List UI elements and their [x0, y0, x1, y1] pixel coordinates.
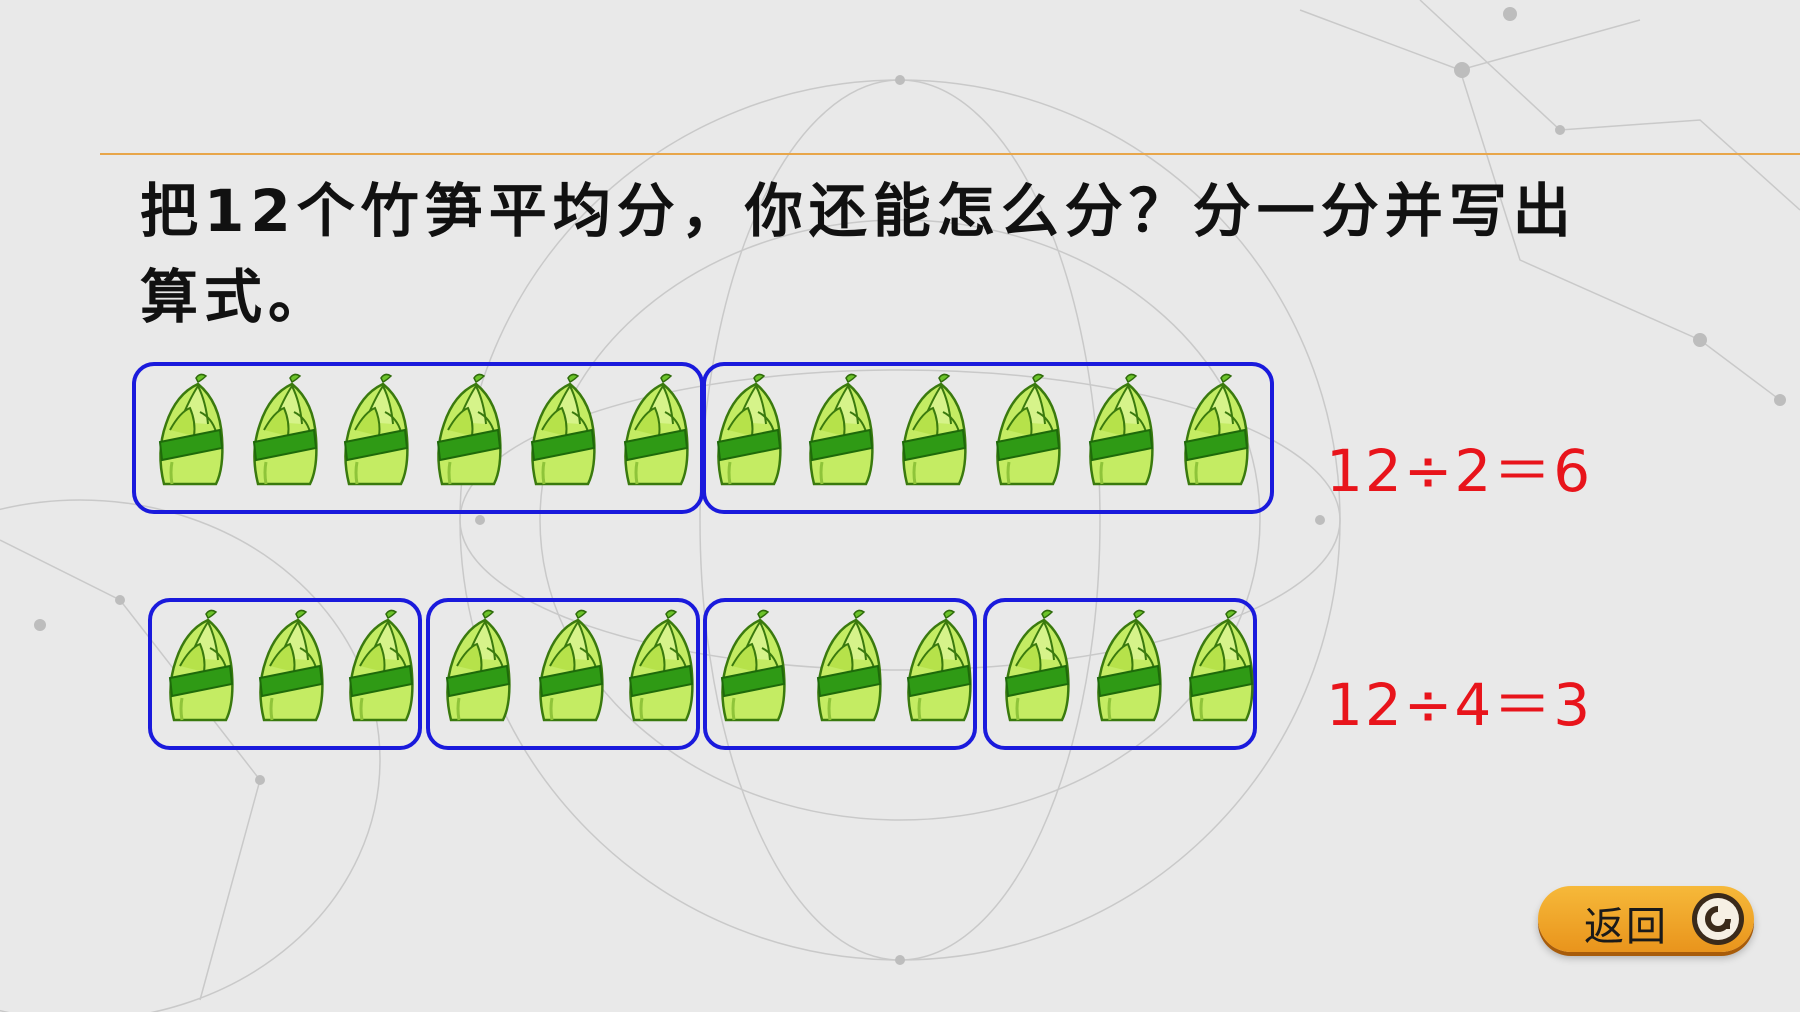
question-line-1: 把12个竹笋平均分，你还能怎么分？分一分并写出 — [140, 177, 1577, 245]
bamboo-shoot-icon — [340, 608, 420, 728]
bamboo-shoot-icon — [1180, 608, 1260, 728]
group-box — [148, 598, 422, 750]
group-box — [702, 362, 1274, 514]
bamboo-shoot-icon — [335, 372, 415, 492]
group-box — [703, 598, 977, 750]
bamboo-shoot-icon — [250, 608, 330, 728]
bamboo-shoot-icon — [150, 372, 230, 492]
bamboo-shoot-icon — [615, 372, 695, 492]
bamboo-shoot-icon — [800, 372, 880, 492]
bamboo-shoot-icon — [893, 372, 973, 492]
group-box — [426, 598, 700, 750]
back-button[interactable]: 返回 — [1538, 886, 1754, 952]
bamboo-shoot-icon — [898, 608, 978, 728]
bamboo-shoot-icon — [1080, 372, 1160, 492]
bamboo-shoot-icon — [530, 608, 610, 728]
bamboo-shoot-icon — [522, 372, 602, 492]
bamboo-shoot-icon — [1175, 372, 1255, 492]
bamboo-shoot-icon — [160, 608, 240, 728]
bamboo-shoot-icon — [437, 608, 517, 728]
equation-row-2: 12÷4＝3 — [1326, 671, 1593, 739]
return-arrow-icon — [1692, 893, 1744, 945]
bamboo-shoot-icon — [712, 608, 792, 728]
bamboo-shoot-icon — [1088, 608, 1168, 728]
question-line-2: 算式。 — [140, 263, 333, 331]
bamboo-shoot-icon — [244, 372, 324, 492]
question-text: 把12个竹笋平均分，你还能怎么分？分一分并写出 算式。 — [140, 168, 1700, 340]
equation-row-1: 12÷2＝6 — [1326, 437, 1593, 505]
bamboo-shoot-icon — [987, 372, 1067, 492]
bamboo-shoot-icon — [428, 372, 508, 492]
bamboo-shoot-icon — [620, 608, 700, 728]
bamboo-shoot-icon — [808, 608, 888, 728]
group-box — [983, 598, 1257, 750]
bamboo-shoot-icon — [708, 372, 788, 492]
back-button-label: 返回 — [1584, 904, 1668, 950]
bamboo-shoot-icon — [996, 608, 1076, 728]
header-divider — [100, 153, 1800, 155]
